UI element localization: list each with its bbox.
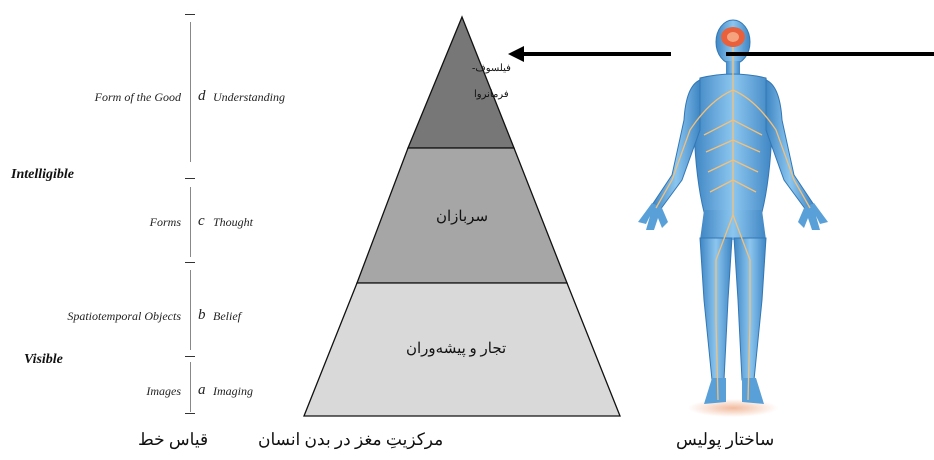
line-tick bbox=[185, 356, 195, 357]
state-label-d: Understanding bbox=[213, 90, 285, 104]
state-label-a: Imaging bbox=[213, 384, 253, 398]
line-segment-a bbox=[190, 362, 191, 412]
line-tick bbox=[185, 262, 195, 263]
state-label-b: Belief bbox=[213, 309, 241, 323]
line-segment-b bbox=[190, 270, 191, 350]
line-tick bbox=[185, 178, 195, 179]
segment-letter-a: a bbox=[198, 382, 206, 398]
segment-letter-d: d bbox=[198, 88, 206, 104]
state-label-c: Thought bbox=[213, 215, 254, 229]
realm-label-intelligible: Intelligible bbox=[11, 167, 74, 182]
line-segment-c bbox=[190, 187, 191, 257]
pyramid-middle-label: سربازان bbox=[436, 209, 489, 225]
segment-letter-c: c bbox=[198, 213, 205, 229]
object-label-a: Images bbox=[146, 384, 181, 398]
arrow-head bbox=[508, 46, 524, 62]
pyramid-top-label-line1: فیلسوف- bbox=[472, 63, 511, 74]
realm-label-visible: Visible bbox=[24, 352, 63, 367]
pyramid-bottom-label: تجار و پیشه‌وران bbox=[406, 341, 507, 357]
line-tick bbox=[185, 14, 195, 15]
caption-divided-line: قیاس خط bbox=[138, 430, 209, 449]
line-segment-d bbox=[190, 22, 191, 162]
segment-letter-b: b bbox=[198, 307, 206, 323]
object-label-c: Forms bbox=[149, 215, 181, 229]
object-label-d: Form of the Good bbox=[94, 90, 181, 104]
pyramid-tier-bottom bbox=[303, 282, 621, 417]
human-body-figure bbox=[638, 19, 828, 417]
pyramid-tier-top bbox=[407, 15, 515, 149]
line-tick bbox=[185, 413, 195, 414]
object-label-b: Spatiotemporal Objects bbox=[67, 309, 181, 323]
pyramid-top-label-line2: فرمانروا bbox=[474, 89, 509, 100]
caption-polis-structure: ساختار پولیس bbox=[676, 430, 775, 449]
caption-brain-centrality: مرکزیتِ مغز در بدن انسان bbox=[258, 430, 444, 449]
